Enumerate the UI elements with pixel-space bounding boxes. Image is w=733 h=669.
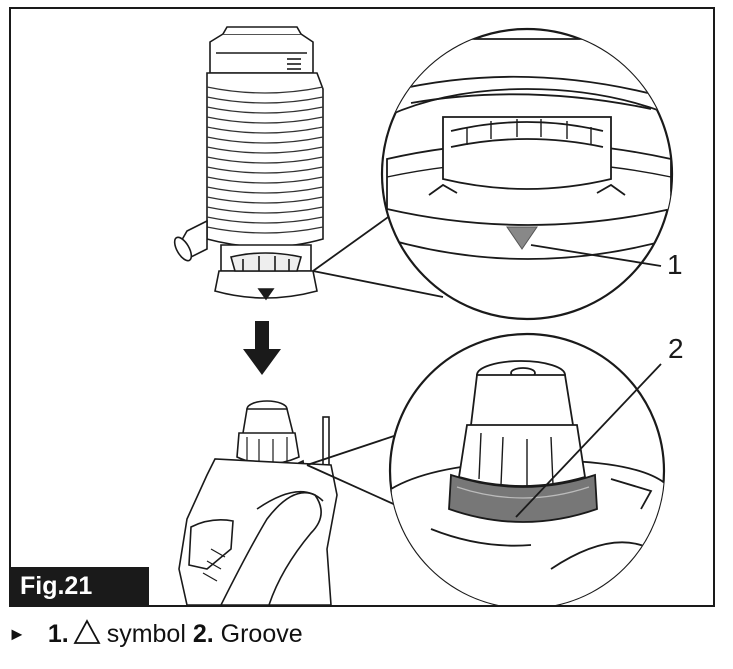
callout-number-1: 1: [667, 249, 683, 280]
detail-circle-symbol: [380, 27, 674, 321]
figure-label: Fig.21: [11, 567, 149, 605]
triangle-outline-icon: [73, 619, 101, 644]
caption-item-2-number: 2.: [192, 620, 214, 648]
figure-caption: ► 1. symbol 2. Groove: [8, 614, 708, 654]
down-arrow-icon: [243, 321, 281, 375]
callout-number-2: 2: [668, 333, 684, 364]
fig21-illustration: [173, 26, 674, 605]
machine: [178, 400, 338, 605]
callout-wedge-top: [312, 214, 444, 298]
bullet-arrow-icon: ►: [8, 624, 26, 644]
triangle-symbol: [506, 226, 538, 250]
figure-frame: 1 2 Fig.21: [9, 7, 715, 607]
callout-wedge-bottom: [306, 432, 410, 512]
detail-circle-groove: [388, 332, 666, 605]
caption-item-1-number: 1.: [47, 620, 69, 648]
dust-cup: [173, 26, 324, 301]
caption-item-1-text: symbol: [106, 620, 186, 648]
caption-item-2-text: Groove: [220, 620, 303, 648]
